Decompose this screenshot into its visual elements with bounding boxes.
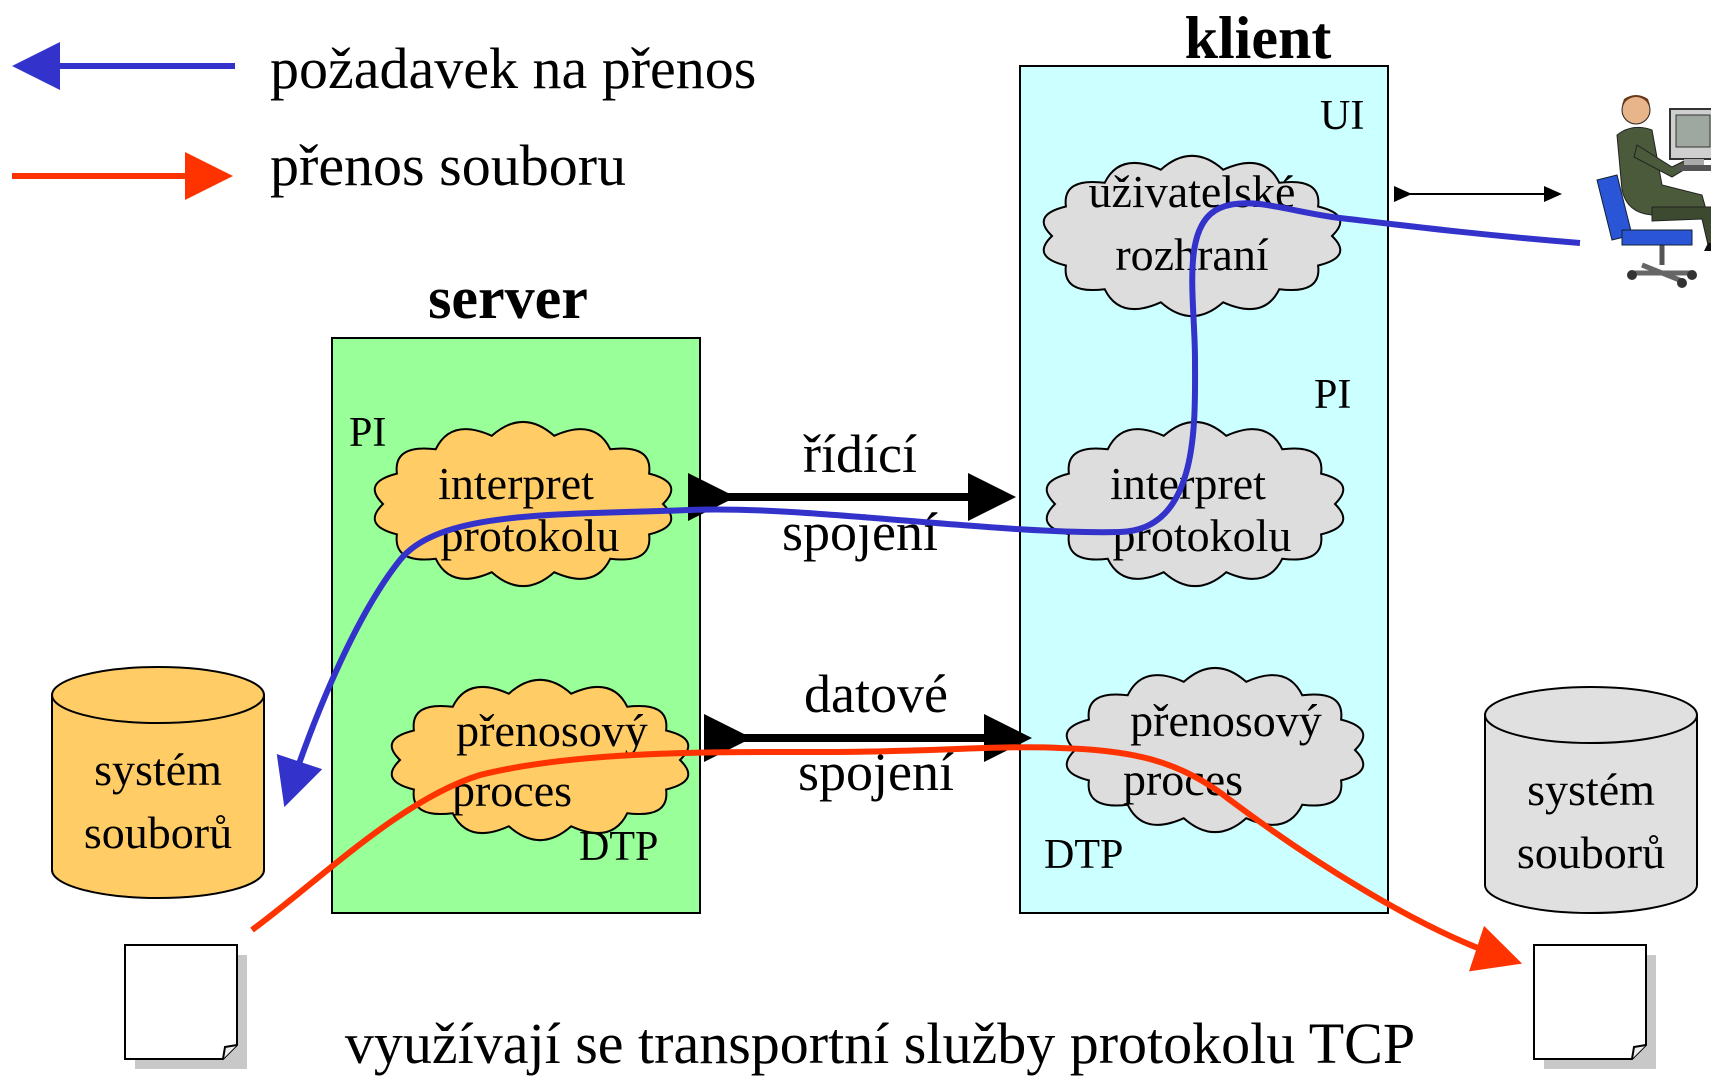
server-db-body <box>51 695 265 899</box>
client-db-line2: souborů <box>1517 827 1665 878</box>
client-db-body <box>1484 715 1698 914</box>
server-filesystem: systém souborů <box>51 666 265 899</box>
server-dtp-cloud <box>390 679 690 841</box>
document-icon <box>124 944 247 1069</box>
transfer-path <box>250 744 1523 972</box>
client-dtp-line1: přenosový <box>1130 695 1322 746</box>
client-pi-line2: protokolu <box>1113 510 1292 561</box>
client-ui-cloud <box>1042 155 1342 317</box>
client-ui-tag: UI <box>1320 93 1364 139</box>
control-connection-line1: řídící <box>803 424 917 484</box>
client-pi-tag: PI <box>1314 372 1351 418</box>
server-db-line1: systém <box>94 744 222 795</box>
server-pi-tag: PI <box>349 410 386 456</box>
server-pi-line1: interpret <box>438 458 594 509</box>
legend-transfer-label: přenos souboru <box>270 133 626 198</box>
client-db-top <box>1484 686 1698 744</box>
client-filesystem: systém souborů <box>1484 686 1698 914</box>
request-path <box>276 200 1581 808</box>
client-title: klient <box>1185 5 1332 71</box>
footer-caption: využívají se transportní služby protokol… <box>345 1011 1415 1076</box>
data-connection-line1: datové <box>804 664 948 724</box>
client-dtp-tag: DTP <box>1044 832 1123 878</box>
client-db-line1: systém <box>1527 764 1655 815</box>
document-icon <box>1533 944 1656 1069</box>
legend: požadavek na přenos přenos souboru <box>12 36 756 200</box>
server-dtp-line1: přenosový <box>456 705 648 756</box>
user-at-computer-icon <box>1596 95 1711 288</box>
server-dtp-tag: DTP <box>579 824 658 870</box>
client-pi-cloud <box>1045 421 1345 587</box>
server-db-top <box>51 666 265 724</box>
server-title: server <box>428 265 588 331</box>
legend-request-label: požadavek na přenos <box>270 36 756 101</box>
server-db-line2: souborů <box>84 807 232 858</box>
server-dtp-line2: proces <box>452 765 572 816</box>
client-ui-line1: uživatelské <box>1089 166 1296 217</box>
server-pi-cloud <box>373 421 673 587</box>
